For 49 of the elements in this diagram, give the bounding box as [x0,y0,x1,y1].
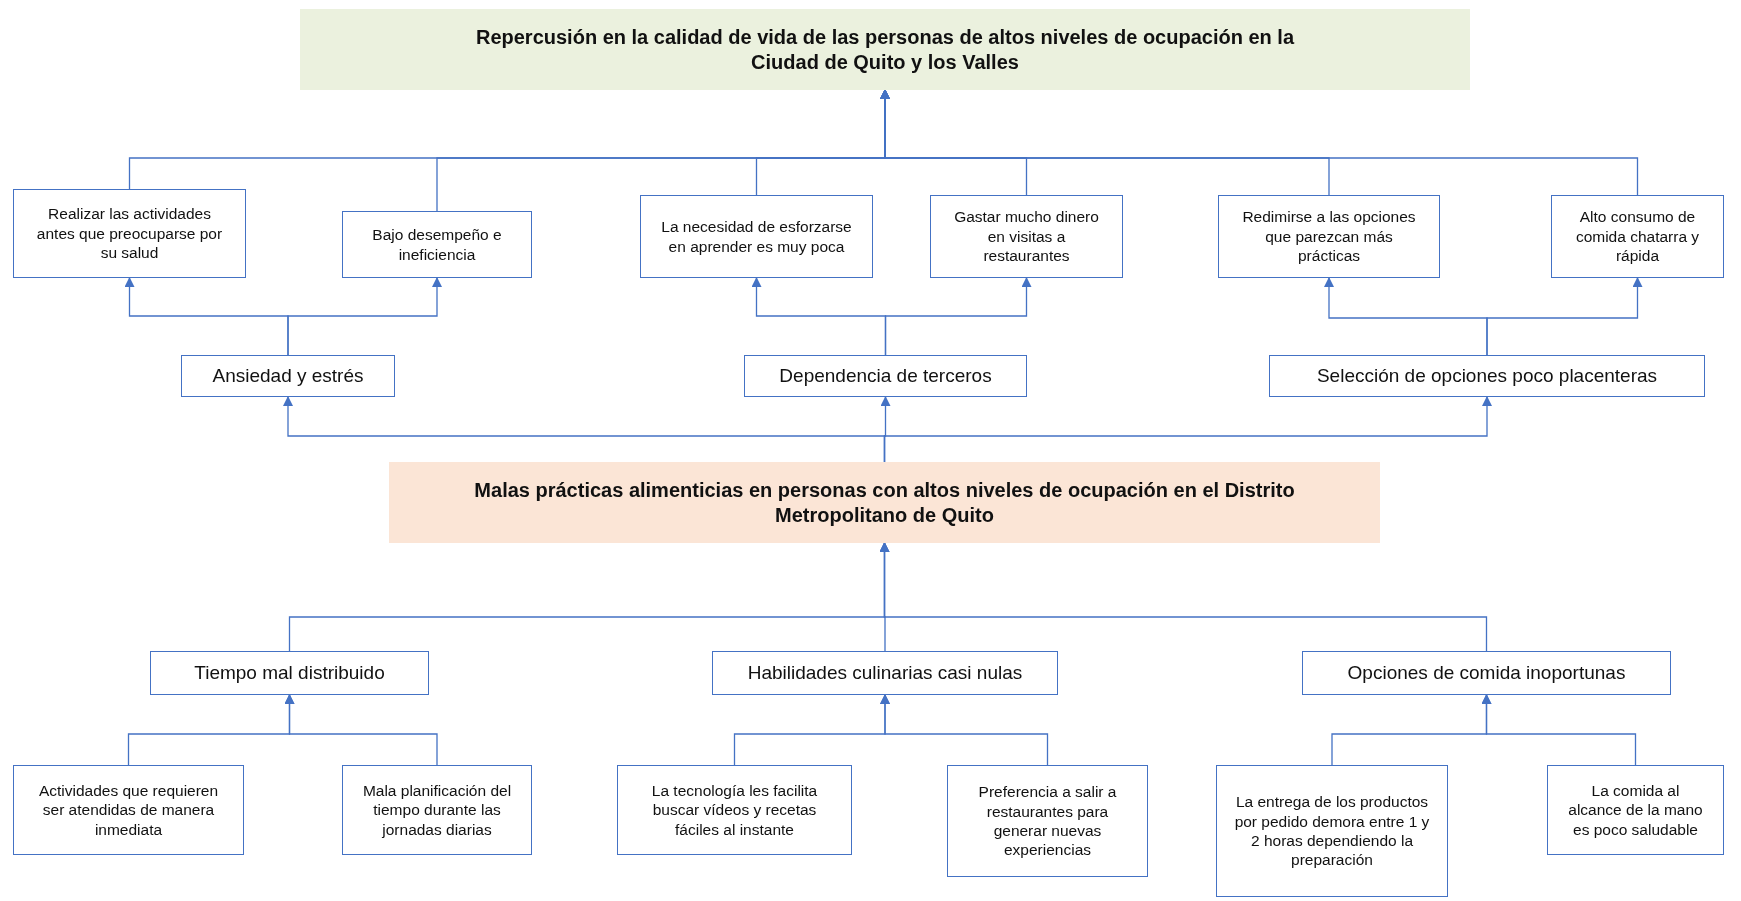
connector-arrow [1481,694,1637,766]
text-box [930,195,1123,278]
text-box [640,195,873,278]
box-text: Ansiedad y estrés [212,364,364,388]
text-box [13,189,246,278]
connector-arrow [884,277,1032,356]
connector-arrow [879,542,1488,652]
text-box [617,765,852,855]
connector-arrow [883,396,1492,463]
box-text: La necesidad de esforzarse en aprender es muy poca [660,217,853,256]
connector-arrow [880,694,1049,766]
effect-box [300,9,1470,90]
box-text: Mala planificación del tiempo durante las jornadas diarias [361,780,513,840]
text-box [1547,765,1724,855]
text-box [1551,195,1724,278]
text-box [13,765,244,855]
connector-arrow [880,89,1639,196]
cause-box [150,651,429,695]
cause-box [1302,651,1671,695]
cause-box [712,651,1058,695]
box-text: La entrega de los productos por pedido demora entre 1 y 2 horas dependiendo la preparación [1233,792,1431,870]
box-text: Gastar mucho dinero en visitas a restaurantes [953,207,1100,266]
box-text: Dependencia de terceros [779,364,992,388]
text-box [1216,765,1448,897]
box-text: Realizar las actividades antes que preocuparse por su salud [35,204,224,263]
box-text: Habilidades culinarias casi nulas [747,661,1023,685]
box-text: Bajo desempeño e ineficiencia [371,225,503,264]
cause-box [181,355,395,397]
box-text: Alto consumo de comida chatarra y rápida [1574,207,1701,266]
connector-arrow [1486,277,1643,356]
connector-arrow [284,694,438,766]
box-text: La tecnología les facilita buscar vídeos y recetas fáciles al instante [650,780,819,840]
box-text: Repercusión en la calidad de vida de las personas de altos niveles de ocupación en la Ciudad de Quito y los Valles [474,24,1296,75]
box-text: Opciones de comida inoportunas [1347,661,1626,685]
text-box [1218,195,1440,278]
box-text: La comida al alcance de la mano es poco saludable [1567,780,1704,840]
box-text: Preferencia a salir a restaurantes para generar nuevas experiencias [977,782,1118,860]
box-text: Tiempo mal distribuido [194,661,385,685]
text-box [342,211,532,278]
box-text: Malas prácticas alimenticias en personas con altos niveles de ocupación en el Distrito Metropolitano de Quito [473,477,1296,528]
connector-arrow [287,277,442,356]
box-text: Redimirse a las opciones que parezcan más prácticas [1241,207,1417,266]
text-box [947,765,1148,877]
problem-box [389,462,1380,543]
cause-box [744,355,1027,397]
cause-box [1269,355,1705,397]
box-text: Selección de opciones poco placenteras [1316,364,1658,388]
box-text: Actividades que requieren ser atendidas de manera inmediata [37,780,220,840]
text-box [342,765,532,855]
